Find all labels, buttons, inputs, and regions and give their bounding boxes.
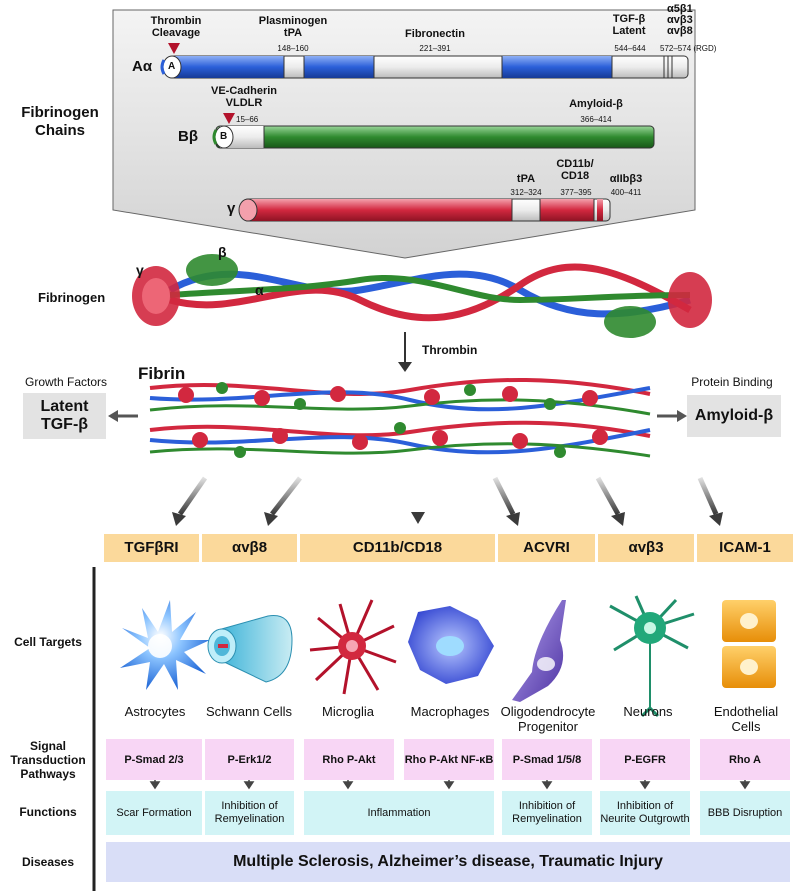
tgf-latent-label: TGF-β Latent (612, 13, 646, 37)
ve-cadherin-range: 15–66 (236, 115, 259, 124)
fibrinogen-label: Fibrinogen (38, 290, 106, 305)
pathway-rho-p-akt: Rho P-Akt (304, 739, 394, 780)
cell-name-macrophages: Macrophages (410, 704, 490, 719)
b-beta-chain-bar (212, 125, 655, 149)
aiib-range: 400–411 (610, 188, 642, 197)
microglia-cell-icon (309, 599, 397, 695)
ve-cadherin-label: VE-Cadherin VLDLR (210, 85, 277, 109)
fibronectin-range: 221–391 (419, 44, 451, 53)
thrombin-cleavage-marker (168, 43, 180, 54)
pathway-p-smad-158: P-Smad 1/5/8 (502, 739, 592, 780)
cd11b-range: 377–395 (560, 188, 592, 197)
astrocyte-cell-icon (120, 600, 210, 690)
a-alpha-chain-bar (160, 55, 689, 79)
diseases-banner: Multiple Sclerosis, Alzheimer’s disease,… (106, 842, 790, 882)
growth-factors-label: Growth Factors (24, 375, 108, 389)
function-scar-formation: Scar Formation (106, 791, 202, 835)
cell-name-neurons: Neurons (623, 704, 673, 719)
schwann-cell-icon (207, 615, 293, 683)
cell-name-astrocytes: Astrocytes (124, 704, 186, 719)
receptor-acvri: ACVRI (498, 534, 595, 562)
signal-pathways-label: Signal Transduction Pathways (10, 739, 86, 781)
tgf-range: 544–644 (614, 44, 646, 53)
amyloid-beta-box: Amyloid-β (687, 395, 781, 437)
function-bbb-disruption: BBB Disruption (700, 791, 790, 835)
receptor-tgfbri: TGFβRI (104, 534, 199, 562)
function-inflammation: Inflammation (304, 791, 494, 835)
function-inhibition-neurite-outgrowth: Inhibition of Neurite Outgrowth (600, 791, 690, 835)
fibrinogen-alpha-label: α (255, 282, 264, 298)
receptor-icam1: ICAM-1 (697, 534, 793, 562)
receptor-avb3: αvβ3 (598, 534, 694, 562)
a-alpha-end-letter: A (168, 61, 176, 72)
gamma-chain-bar (238, 198, 611, 222)
rgd-range: 572–574 (RGD) (660, 44, 717, 53)
gamma-label: γ (227, 200, 236, 217)
amyloid-range: 366–414 (580, 115, 612, 124)
a-alpha-label: Aα (132, 58, 153, 75)
b-beta-label: Bβ (178, 128, 198, 145)
pathway-p-erk12: P-Erk1/2 (205, 739, 294, 780)
pathway-rho-a: Rho A (700, 739, 790, 780)
side-arrow-right (657, 410, 687, 422)
integrin-list-label: α5β1 αvβ3 αvβ8 (667, 3, 693, 37)
thrombin-cleavage-label: Thrombin Cleavage (150, 15, 202, 39)
gamma-tpa-label: tPA (516, 173, 536, 185)
cell-targets-label: Cell Targets (14, 635, 82, 649)
cell-name-oligodendrocyte: Oligodendrocyte Progenitor (500, 704, 596, 734)
fibrinogen-beta-label: β (218, 244, 227, 260)
receptor-arrows (177, 476, 719, 516)
ve-cadherin-marker (223, 113, 235, 124)
cell-name-schwann: Schwann Cells (206, 704, 292, 719)
plasminogen-tpa-label: Plasminogen tPA (258, 15, 328, 39)
receptor-arrowheads (172, 512, 723, 526)
thrombin-arrow (398, 332, 412, 372)
function-inhibition-remyelination-1: Inhibition of Remyelination (205, 791, 294, 835)
fibronectin-label: Fibronectin (405, 28, 465, 40)
aiib-label: αIIbβ3 (609, 173, 643, 185)
receptor-cd11b-cd18: CD11b/CD18 (300, 534, 495, 562)
b-beta-end-letter: B (220, 131, 228, 142)
protein-binding-label: Protein Binding (691, 375, 773, 389)
gamma-tpa-range: 312–324 (510, 188, 542, 197)
oligodendrocyte-cell-icon (512, 600, 566, 702)
neuron-cell-icon (609, 595, 695, 718)
pathway-p-egfr: P-EGFR (600, 739, 690, 780)
fibrinogen-chains-label: Fibrinogen Chains (21, 104, 99, 139)
cd11b-label: CD11b/ CD18 (556, 158, 594, 182)
pathway-p-smad-23: P-Smad 2/3 (106, 739, 202, 780)
thrombin-label: Thrombin (422, 343, 478, 357)
endothelial-cell-icon (722, 600, 776, 688)
diseases-label: Diseases (21, 855, 75, 869)
fibrinogen-molecule (132, 254, 712, 338)
function-inhibition-remyelination-2: Inhibition of Remyelination (502, 791, 592, 835)
functions-label: Functions (19, 805, 77, 819)
receptor-avb8: αvβ8 (202, 534, 297, 562)
plasminogen-range: 148–160 (277, 44, 309, 53)
cell-name-endothelial: Endothelial Cells (713, 704, 779, 734)
fibrin-label: Fibrin (138, 364, 186, 383)
latent-tgf-box: Latent TGF-β (23, 393, 106, 439)
side-arrow-left (108, 410, 138, 422)
cell-name-microglia: Microglia (321, 704, 374, 719)
fibrinogen-gamma-label: γ (136, 262, 144, 278)
amyloid-beta-chain-label: Amyloid-β (569, 98, 623, 110)
macrophage-cell-icon (408, 606, 494, 684)
fibrin-network (149, 377, 651, 458)
pathway-rho-p-akt-nfkb: Rho P-Akt NF-κB (404, 739, 494, 780)
